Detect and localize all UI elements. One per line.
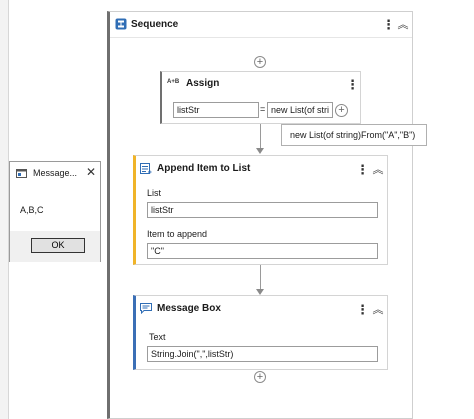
connector-arrow-icon [256,148,264,154]
append-item-activity[interactable]: Append Item to List ⋮ ︽ List listStr Ite… [133,155,388,265]
connector-line [260,265,261,292]
dialog-app-icon [16,169,27,178]
item-to-append-label: Item to append [147,229,208,239]
add-activity-icon-bottom[interactable]: + [254,371,266,383]
text-label: Text [149,332,166,342]
item-to-append-field[interactable]: "C" [147,243,378,259]
message-box-activity[interactable]: Message Box ⋮ ︽ Text String.Join(",",lis… [133,295,388,370]
assign-equals: = [260,104,266,114]
left-panel-edge [0,0,8,419]
assign-to-field[interactable]: listStr [173,102,259,118]
dialog-footer: OK [10,231,100,262]
assign-activity[interactable]: A+B Assign ⋮ listStr = new List(of stri … [160,71,361,124]
sequence-collapse-icon[interactable]: ︽ [397,19,409,31]
assign-menu-icon[interactable]: ⋮ [346,77,359,92]
list-field[interactable]: listStr [147,202,378,218]
append-item-collapse-icon[interactable]: ︽ [372,164,384,176]
append-list-icon [140,163,152,174]
assign-value-add-icon[interactable]: + [335,104,348,117]
message-box-menu-icon[interactable]: ⋮ [356,302,369,317]
sequence-header[interactable]: Sequence ⋮ ︽ [110,12,412,38]
message-box-icon [140,303,152,314]
list-label: List [147,188,162,198]
dialog-message-text: A,B,C [20,205,44,215]
dialog-title: Message... [33,168,78,178]
sequence-title: Sequence [131,19,179,30]
text-field[interactable]: String.Join(",",listStr) [147,346,378,362]
assign-value-field[interactable]: new List(of stri [267,102,333,118]
assign-value-tooltip: new List(of string)From("A","B") [281,124,427,146]
left-panel-divider [8,0,9,419]
append-item-title: Append Item to List [157,163,251,174]
dialog-title-bar[interactable]: Message... ✕ [10,162,100,184]
connector-arrow-icon [256,289,264,295]
message-box-title: Message Box [157,303,221,314]
assign-title: Assign [186,78,220,89]
sequence-icon [115,18,127,30]
connector-line [260,124,261,152]
append-item-menu-icon[interactable]: ⋮ [356,162,369,177]
dialog-close-icon[interactable]: ✕ [85,165,97,179]
message-box-collapse-icon[interactable]: ︽ [372,304,384,316]
sequence-menu-icon[interactable]: ⋮ [382,17,395,32]
add-activity-icon-top[interactable]: + [254,56,266,68]
dialog-body: A,B,C [10,184,100,224]
ok-button[interactable]: OK [31,238,85,253]
message-dialog[interactable]: Message... ✕ A,B,C OK [9,161,101,262]
assign-icon: A+B [167,79,180,85]
